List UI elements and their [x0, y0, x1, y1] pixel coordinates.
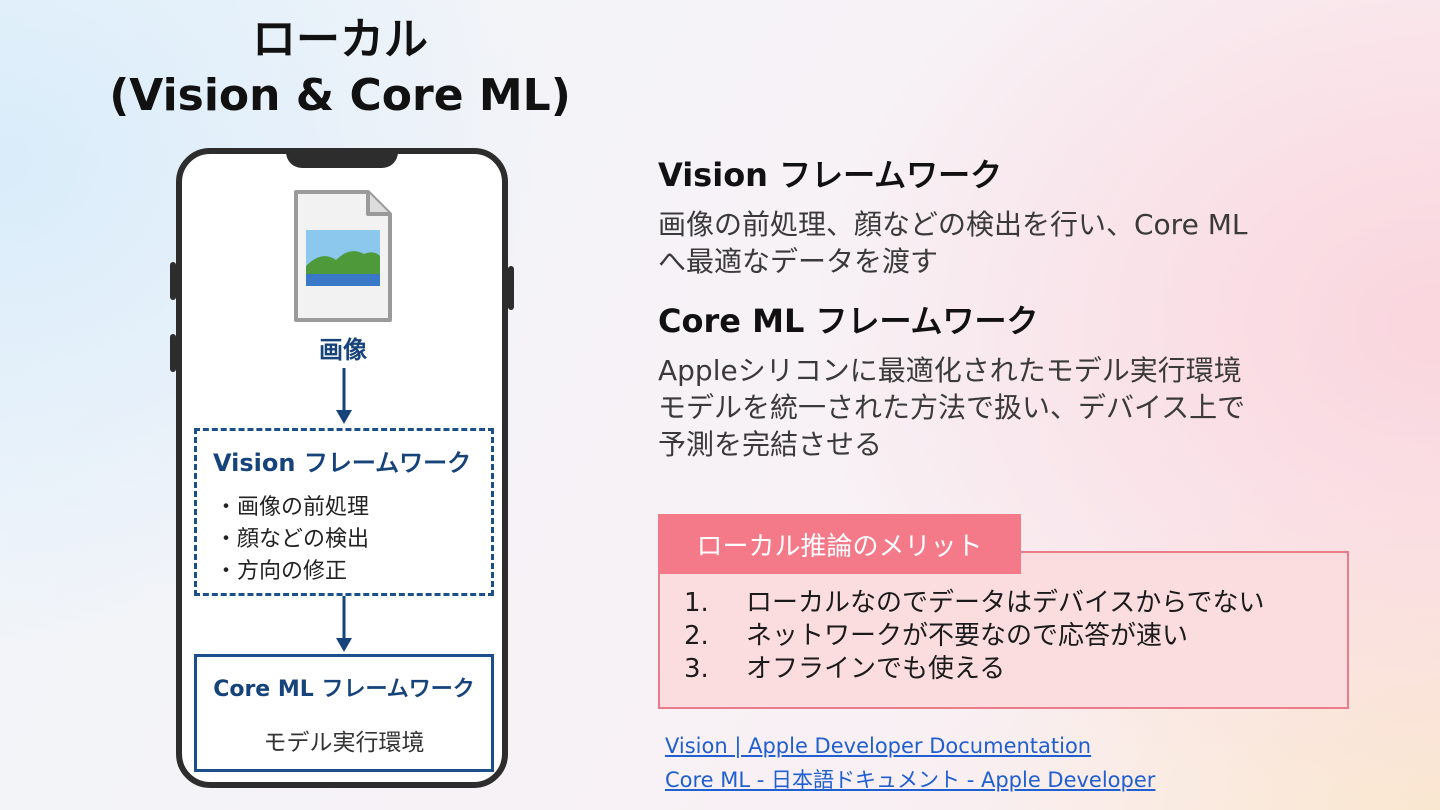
vision-box-item: ・方向の修正 [215, 559, 348, 584]
vision-box-item: ・顔などの検出 [215, 527, 370, 552]
merit-number: 2. [684, 621, 709, 651]
phone-side-button [170, 334, 176, 372]
vision-docs-link[interactable]: Vision | Apple Developer Documentation [665, 734, 1092, 758]
coreml-box-subtitle: モデル実行環境 [263, 730, 425, 756]
merits-box [658, 551, 1349, 709]
merits-title-tab: ローカル推論のメリット [658, 514, 1021, 574]
vision-box-title: Vision フレームワーク [213, 449, 472, 477]
image-label: 画像 [319, 336, 367, 364]
arrow-down-icon [336, 596, 352, 652]
vision-box-item: ・画像の前処理 [215, 495, 370, 520]
merits-title: ローカル推論のメリット [696, 531, 983, 562]
merit-item: 3. オフラインでも使える [684, 648, 1005, 685]
coreml-description-line: Appleシリコンに最適化されたモデル実行環境 [658, 354, 1242, 387]
phone-side-button [170, 262, 176, 300]
arrow-down-icon [336, 368, 352, 424]
coreml-description-line: 予測を完結させる [658, 428, 883, 461]
slide-title-line1: ローカル [252, 14, 428, 65]
vision-description-line: 画像の前処理、顔などの検出を行い、Core ML [658, 208, 1248, 241]
vision-description-line: へ最適なデータを渡す [658, 245, 939, 278]
vision-heading: Vision フレームワーク [658, 156, 1003, 194]
coreml-framework-box: Core ML フレームワーク モデル実行環境 [194, 654, 494, 772]
merit-text: ネットワークが不要なので応答が速い [746, 621, 1189, 651]
merit-number: 1. [684, 588, 709, 618]
merit-text: ローカルなのでデータはデバイスからでない [746, 588, 1265, 618]
coreml-docs-link[interactable]: Core ML - 日本語ドキュメント - Apple Developer [665, 768, 1156, 792]
merit-text: オフラインでも使える [746, 654, 1006, 684]
image-file-icon [294, 190, 392, 322]
coreml-description-line: モデルを統一された方法で扱い、デバイス上で [658, 391, 1246, 424]
merit-item: 1. ローカルなのでデータはデバイスからでない [684, 582, 1264, 619]
phone-side-button [508, 266, 514, 310]
vision-framework-box: Vision フレームワーク ・画像の前処理 ・顔などの検出 ・方向の修正 [194, 428, 494, 596]
merit-number: 3. [684, 654, 709, 684]
slide-title-line2: (Vision & Core ML) [109, 70, 571, 121]
coreml-box-title: Core ML フレームワーク [213, 677, 475, 702]
merit-item: 2. ネットワークが不要なので応答が速い [684, 615, 1188, 652]
phone-notch [286, 148, 398, 168]
coreml-heading: Core ML フレームワーク [658, 302, 1039, 340]
